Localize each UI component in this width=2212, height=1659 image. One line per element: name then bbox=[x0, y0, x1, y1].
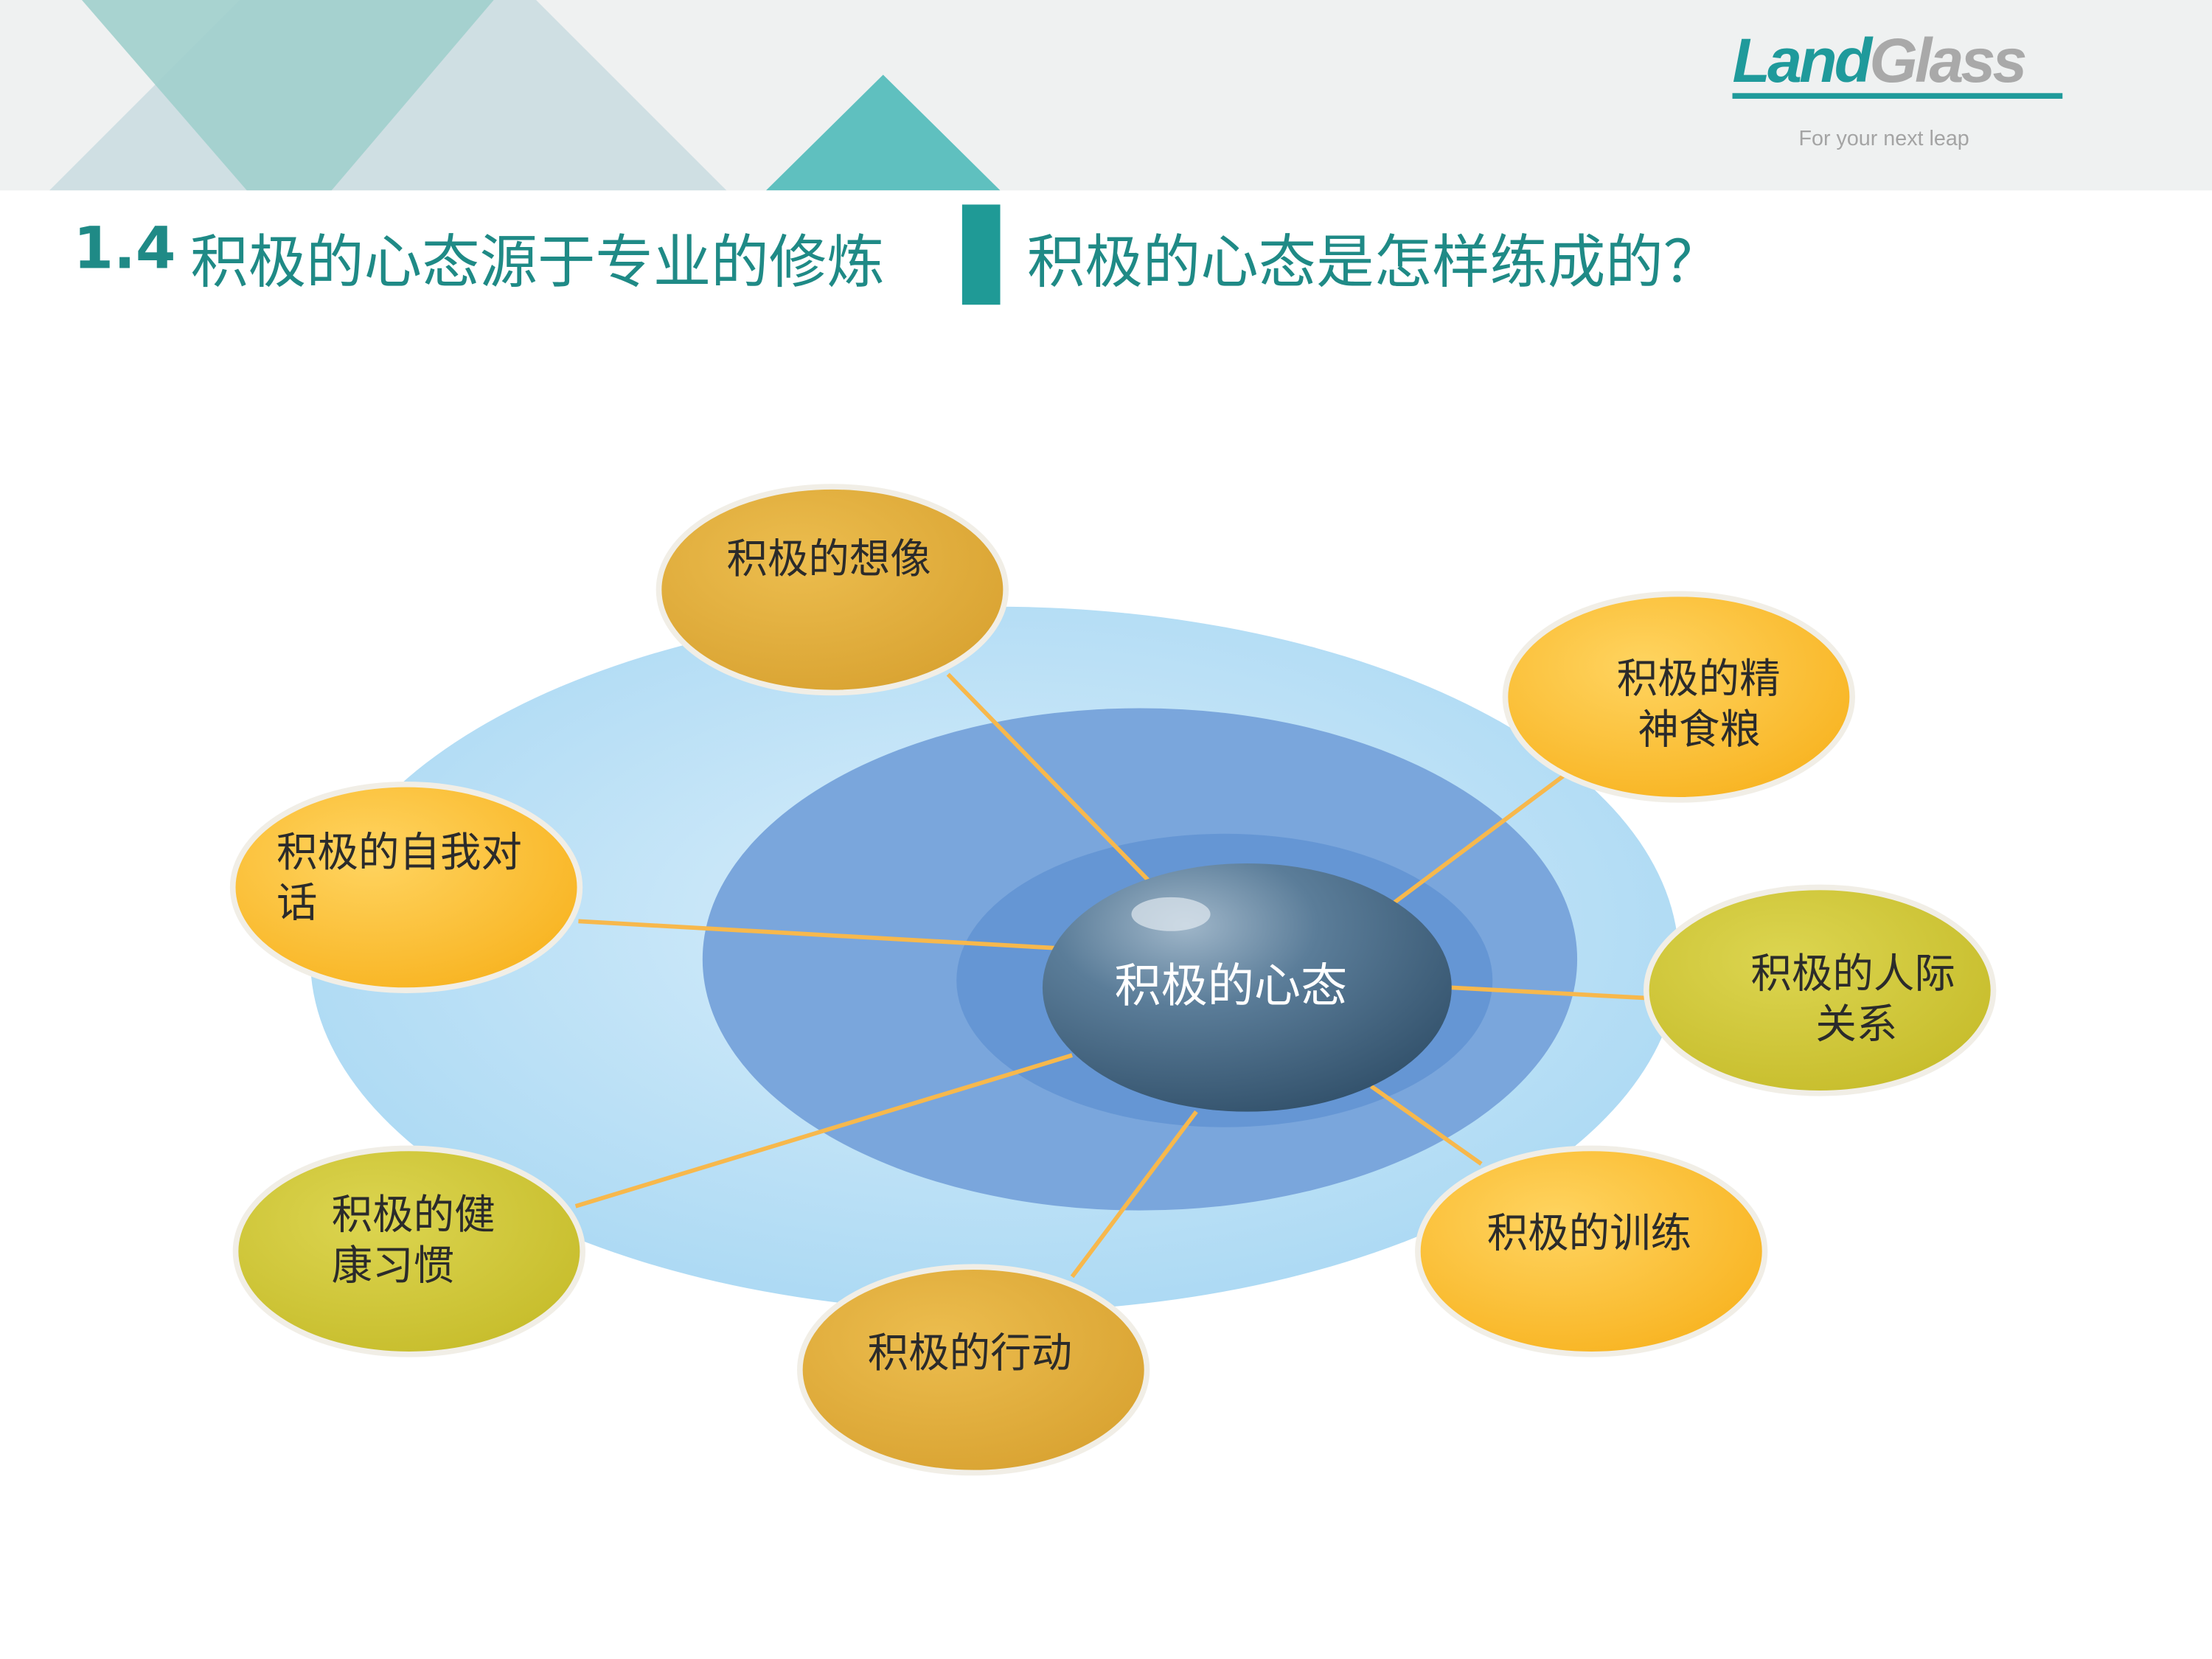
node-label-line: 积极的精 bbox=[1616, 654, 1781, 703]
connectors bbox=[574, 672, 1714, 1279]
center-highlight bbox=[1131, 897, 1211, 931]
connector-line bbox=[946, 672, 1152, 883]
node-label-line: 话 bbox=[276, 878, 318, 928]
node-label: 积极的行动 bbox=[868, 1327, 1072, 1378]
connector-line bbox=[574, 1053, 1073, 1208]
node-label-line: 积极的自我对 bbox=[276, 828, 522, 877]
connector-line bbox=[1370, 1084, 1483, 1166]
logo-land: Land bbox=[1732, 27, 1873, 97]
node-action bbox=[797, 1264, 1150, 1476]
node-healthy-habits bbox=[232, 1145, 586, 1357]
node-label-line: 积极的训练 bbox=[1486, 1208, 1692, 1257]
node-label: 积极的精神食粮 bbox=[1617, 653, 1781, 755]
tagline: For your next leap bbox=[1798, 127, 1969, 151]
connector-line bbox=[1070, 1110, 1198, 1279]
question-title: 积极的心态是怎样练成的？ bbox=[1026, 228, 1722, 296]
landglass-logo: LandGlass bbox=[1733, 30, 2028, 93]
node-relationships bbox=[1643, 884, 1997, 1096]
node-label-line: 神食粮 bbox=[1638, 705, 1761, 754]
node-label: 积极的健康习惯 bbox=[332, 1189, 495, 1291]
node-self-talk bbox=[229, 781, 583, 993]
node-label-line: 积极的人际 bbox=[1750, 949, 1955, 998]
node-label: 积极的人际关系 bbox=[1750, 948, 1955, 1050]
node-training bbox=[1415, 1145, 1768, 1357]
node-imagination bbox=[655, 484, 1009, 696]
node-spiritual-food bbox=[1502, 591, 1855, 803]
node-label-line: 积极的想像 bbox=[726, 535, 931, 583]
decor-shape-teal bbox=[81, 0, 494, 191]
node-label-line: 康习惯 bbox=[331, 1241, 455, 1290]
node-label: 积极的想像 bbox=[726, 533, 931, 584]
section-number: 1.4 bbox=[73, 214, 176, 282]
logo-underline bbox=[1732, 93, 2063, 99]
section-title: 积极的心态源于专业的修炼 bbox=[190, 228, 885, 296]
node-label-line: 积极的健 bbox=[331, 1190, 495, 1239]
node-label-line: 积极的行动 bbox=[867, 1329, 1073, 1377]
connector-line bbox=[578, 919, 1056, 950]
node-label-line: 关系 bbox=[1815, 1000, 1898, 1048]
node-label: 积极的训练 bbox=[1487, 1208, 1691, 1259]
decor-triangle-teal bbox=[765, 74, 1001, 191]
header-decoration bbox=[49, 0, 1001, 191]
header-band: LandGlass For your next leap bbox=[0, 0, 2212, 191]
node-label: 积极的自我对话 bbox=[276, 827, 522, 928]
outer-nodes bbox=[229, 484, 1997, 1476]
title-separator bbox=[961, 204, 1001, 305]
logo-glass: Glass bbox=[1869, 27, 2027, 97]
center-label: 积极的心态 bbox=[1114, 958, 1348, 1013]
